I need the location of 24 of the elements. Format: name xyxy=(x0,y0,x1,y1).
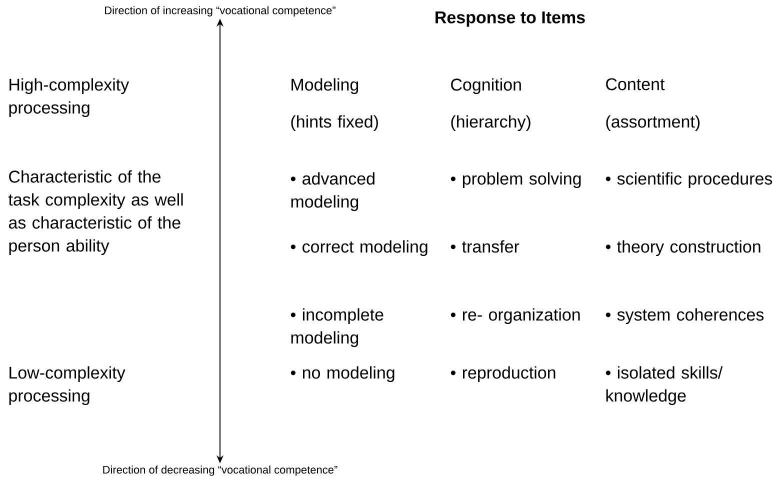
row-label: Characteristic of the task complexity as well as characteristic of the person ability xyxy=(8,170,183,256)
list-item: • system coherences xyxy=(606,308,764,324)
row-label: Low-complexity processing xyxy=(9,366,126,406)
list-item: • isolated skills/ knowledge xyxy=(606,366,723,406)
column-header: Modeling xyxy=(292,78,358,94)
column-header: (hints fixed) xyxy=(291,115,378,132)
list-item: • problem solving xyxy=(450,172,581,188)
list-item: • reproduction xyxy=(450,366,556,382)
column-header: (assortment) xyxy=(606,115,700,132)
list-item: • incomplete modeling xyxy=(290,308,384,348)
list-item: • transfer xyxy=(450,240,520,253)
heading: Response to Items xyxy=(436,12,585,27)
column-header: Cognition xyxy=(451,78,521,94)
list-item: • scientific procedures xyxy=(606,172,772,188)
list-item: • theory construction xyxy=(606,240,760,256)
row-label: High-complexity processing xyxy=(9,78,130,118)
column-header: (hierarchy) xyxy=(451,115,530,132)
list-item: • advanced modeling xyxy=(290,172,374,212)
direction-text: Direction of decreasing “vocational competence” xyxy=(103,466,338,476)
direction-text: Direction of increasing “vocational competence” xyxy=(105,6,336,16)
list-item: • re- organization xyxy=(450,308,580,324)
column-header: Content xyxy=(606,78,665,90)
list-item: • correct modeling xyxy=(290,240,428,256)
list-item: • no modeling xyxy=(290,366,394,382)
